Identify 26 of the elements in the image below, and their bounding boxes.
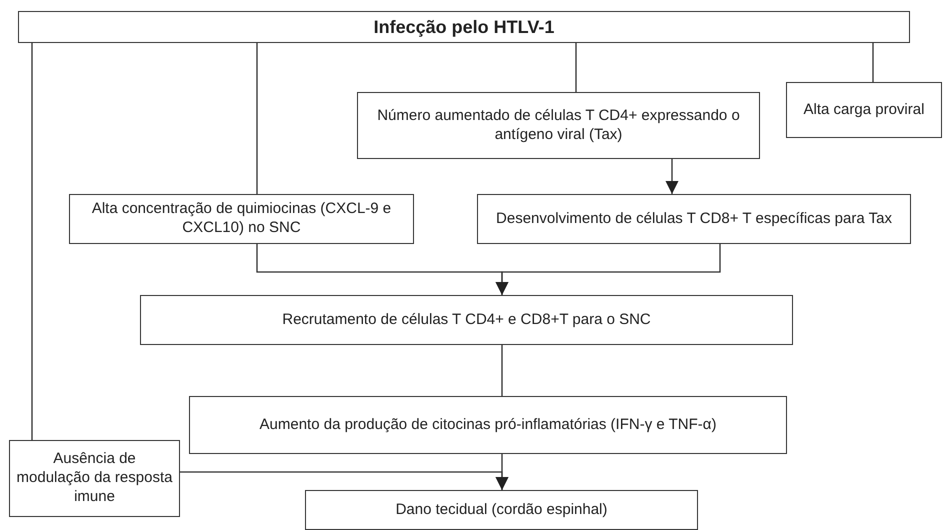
arrow (666, 159, 678, 194)
process-box (786, 82, 942, 138)
process-box (189, 396, 787, 454)
process-box (9, 440, 180, 517)
connector-line (31, 43, 33, 440)
process-box (140, 295, 793, 345)
process-box (305, 490, 698, 530)
box-text: Aumento da produção de citocinas pró-inflamatórias (IFN-γ e TNF-α) (260, 416, 716, 434)
box-text: Alta concentração de quimiocinas (CXCL-9 e CXCL10) no SNC (90, 200, 392, 238)
box-text: Número aumentado de células T CD4+ expressando o antígeno viral (Tax) (376, 106, 741, 144)
box-text: Infecção pelo HTLV-1 (374, 16, 554, 38)
connector-line (575, 43, 577, 92)
connector-line (872, 43, 874, 82)
box-text: Desenvolvimento de células T CD8+ T específicas para Tax (496, 210, 892, 228)
box-text: Alta carga proviral (804, 100, 924, 120)
arrow (496, 244, 721, 295)
connector-line (501, 345, 503, 396)
box-text: Recrutamento de células T CD4+ e CD8+T para o SNC (282, 310, 651, 330)
process-box (357, 92, 760, 159)
box-text: Dano tecidual (cordão espinhal) (396, 500, 608, 520)
process-box (69, 194, 414, 244)
process-box (18, 11, 910, 43)
process-box (477, 194, 911, 244)
box-text: Ausência de modulação da resposta imune (16, 450, 173, 507)
arrow (180, 471, 508, 490)
connector-line (256, 43, 258, 194)
